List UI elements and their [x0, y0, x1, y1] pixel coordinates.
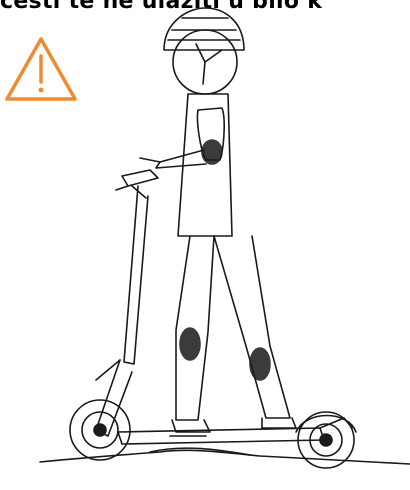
scooter	[70, 170, 356, 468]
arm	[140, 108, 224, 168]
legs	[172, 236, 296, 432]
ground-line	[40, 450, 410, 464]
